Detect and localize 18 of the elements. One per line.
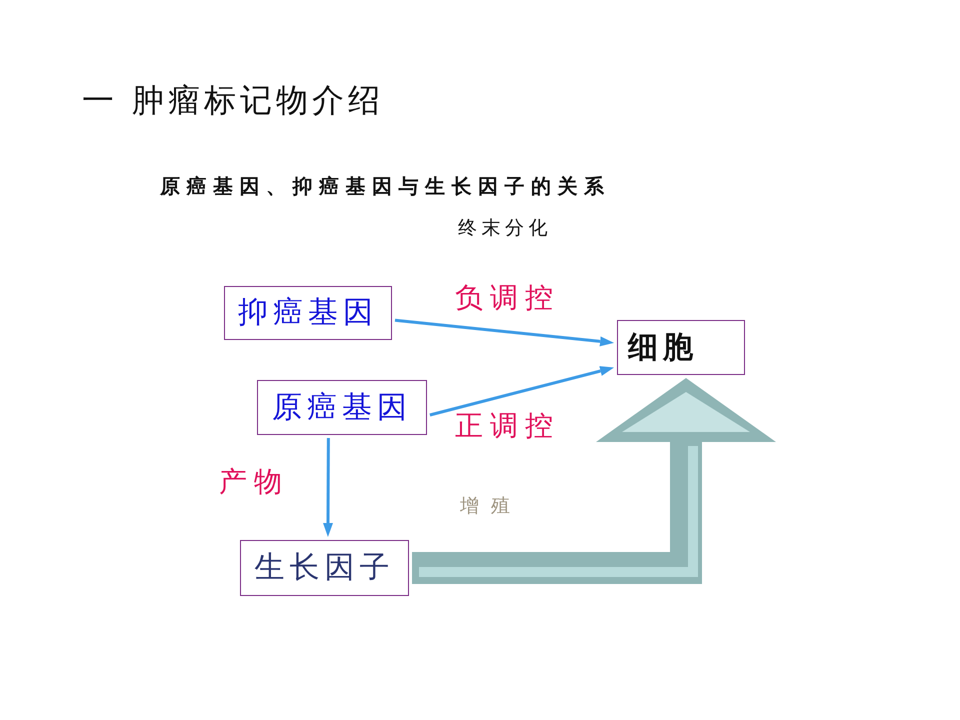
edge-label: 正调控 [455,409,560,443]
arrow [430,366,614,416]
text-box [240,540,409,596]
box-label: 细胞 [628,330,698,366]
box-label: 生长因子 [254,550,394,586]
text-box [257,380,427,435]
edge-label: 负调控 [455,281,560,315]
arrow [394,318,614,346]
text-box [224,286,392,340]
text-label: 终末分化 [458,216,552,241]
text-box [617,320,745,375]
arrow [323,438,333,537]
subtitle: 原癌基因、抑癌基因与生长因子的关系 [160,173,610,199]
slide-title: 一 肿瘤标记物介绍 [82,80,384,120]
edge-label: 增殖 [460,494,522,519]
box-label: 原癌基因 [272,390,412,426]
edge-label: 产物 [219,465,289,499]
box-label: 抑癌基因 [238,295,378,331]
